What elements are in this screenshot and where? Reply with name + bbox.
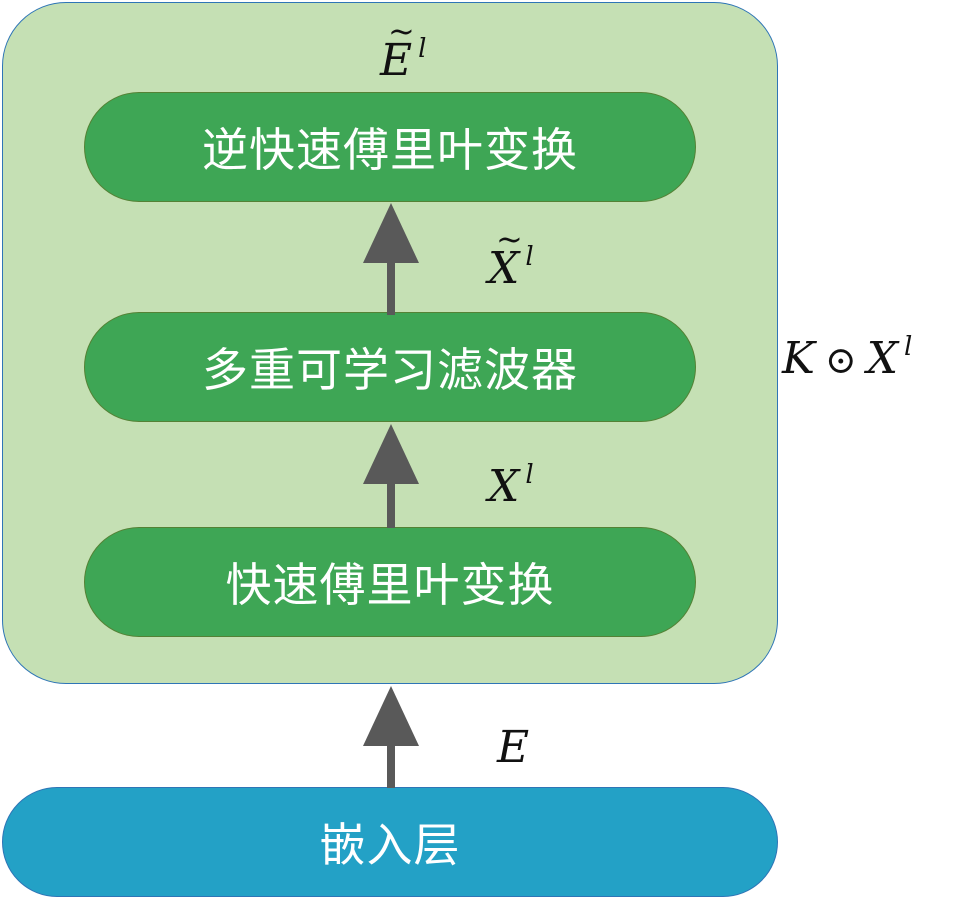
e-symbol: E	[497, 722, 530, 773]
fft-label: 快速傅里叶变换	[225, 558, 555, 612]
arrow-filter-to-ifft	[361, 203, 421, 315]
e-label: E	[497, 726, 529, 770]
kx-base: X	[866, 333, 899, 384]
odot-symbol: ⊙	[824, 338, 857, 382]
embedding-layer-block: 嵌入层	[2, 787, 778, 897]
kx-superscript: l	[904, 332, 913, 362]
x-base: X	[488, 461, 520, 512]
arrow-embedding-to-container	[361, 686, 421, 788]
x-tilde-base: X	[488, 223, 523, 291]
ifft-label: 逆快速傅里叶变换	[202, 123, 578, 177]
x-superscript: l	[525, 460, 534, 490]
e-tilde-superscript: l	[418, 34, 427, 64]
e-tilde-l-label: El	[380, 15, 427, 83]
learnable-filter-block: 多重可学习滤波器	[84, 312, 696, 422]
x-tilde-superscript: l	[525, 242, 534, 272]
k-symbol: K	[782, 333, 815, 384]
ifft-block: 逆快速傅里叶变换	[84, 92, 696, 202]
x-tilde-l-label: Xl	[488, 223, 534, 291]
arrow-fft-to-filter	[361, 424, 421, 528]
learnable-filter-label: 多重可学习滤波器	[202, 343, 578, 397]
e-tilde-base: E	[380, 15, 415, 83]
fft-block: 快速傅里叶变换	[84, 527, 696, 637]
embedding-layer-label: 嵌入层	[319, 818, 461, 872]
